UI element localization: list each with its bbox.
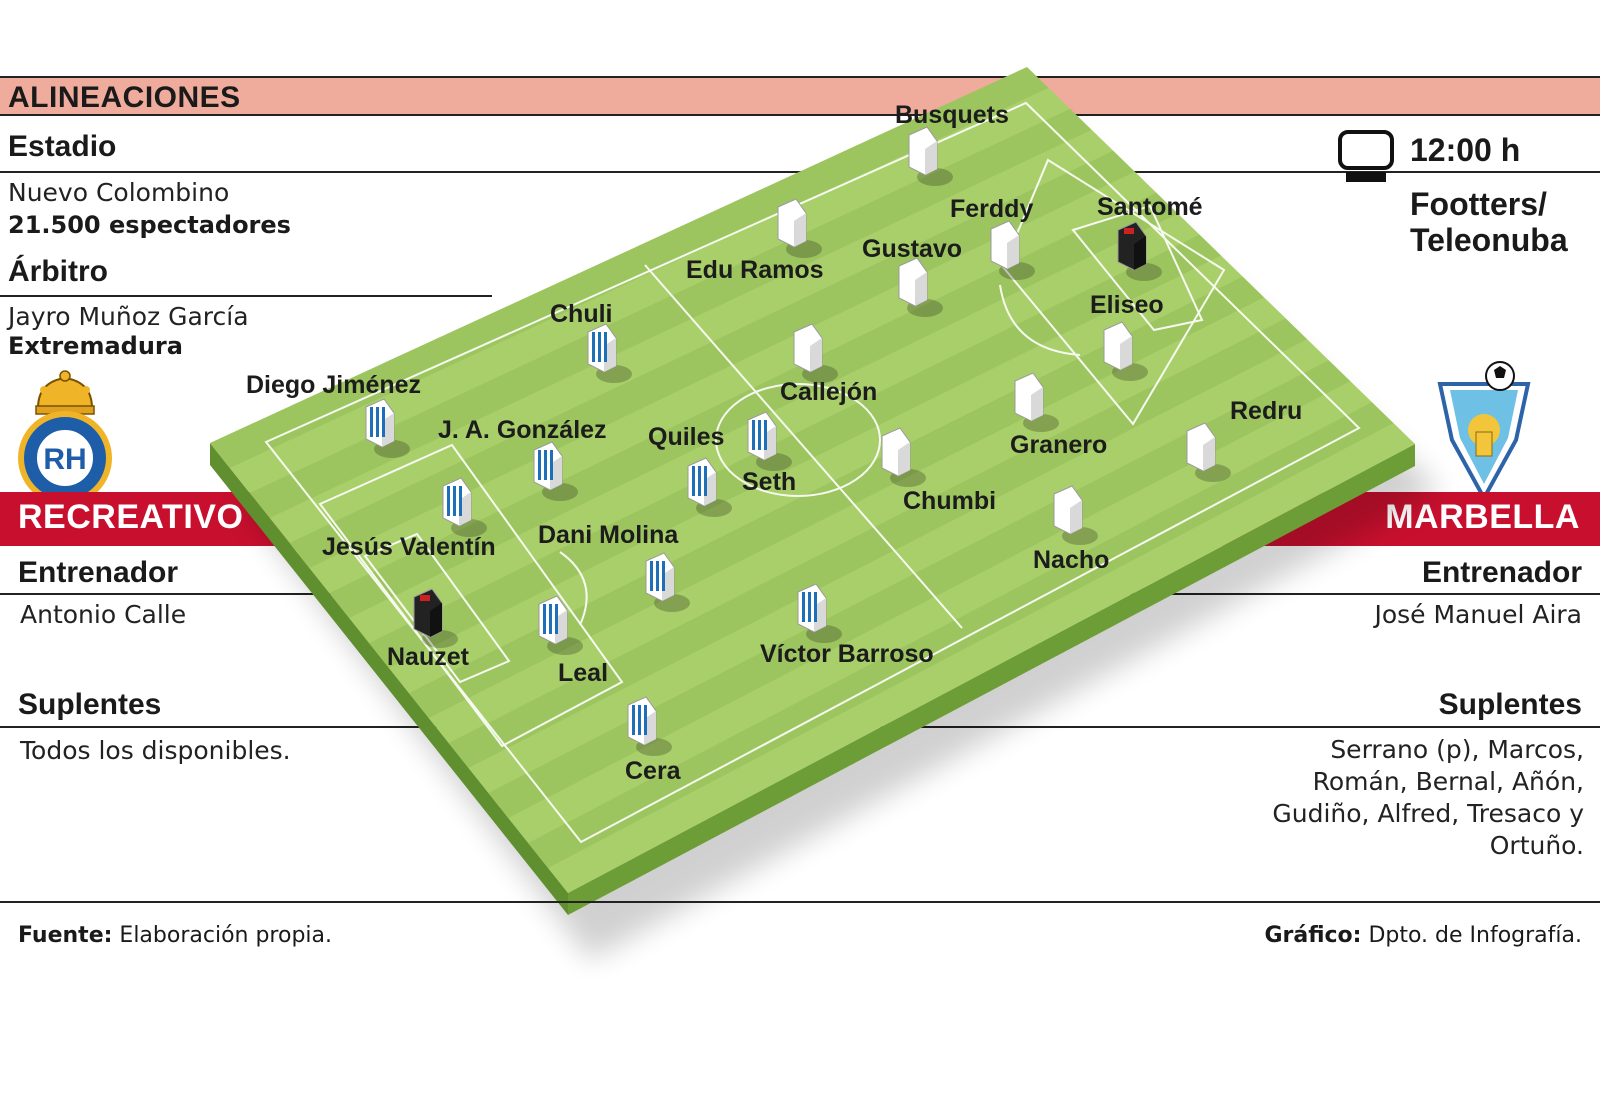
player-figure (587, 323, 632, 383)
goalkeeper-figure (1117, 221, 1162, 281)
player-label: Granero (1010, 431, 1108, 459)
footer-graphic-text: Dpto. de Infografía. (1368, 923, 1582, 948)
pitch-stripe (528, 402, 1394, 868)
player-figure (538, 595, 583, 655)
broadcast-channel-line1: Footters/ (1410, 186, 1547, 222)
stadium-label: Estadio (8, 130, 117, 163)
svg-text:RH: RH (43, 443, 86, 476)
player-figure (1053, 485, 1098, 545)
player-label: Redru (1230, 397, 1303, 425)
pitch-stripe (249, 108, 1092, 518)
pitch-stripe (329, 192, 1178, 618)
broadcast-time: 12:00 h (1410, 132, 1521, 168)
footer-source-text: Elaboración propia. (119, 923, 333, 948)
attendance: 21.500 espectadores (8, 211, 291, 239)
player-figure (533, 441, 578, 501)
player-figure (1014, 372, 1059, 432)
marbella-crest-icon (1436, 360, 1532, 500)
player-label: Víctor Barroso (760, 640, 934, 668)
divider (0, 901, 1600, 903)
player-label: Chuli (550, 300, 613, 328)
broadcast-channel-line2: Teleonuba (1410, 222, 1568, 258)
away-coach-name: José Manuel Aira (1374, 600, 1582, 629)
player-label: Callejón (780, 378, 878, 406)
home-subs: Todos los disponibles. (20, 736, 291, 765)
footer-source: Fuente: Elaboración propia. (18, 923, 332, 948)
away-subs-line: Serrano (p), Marcos, (1330, 735, 1584, 764)
referee-label: Árbitro (8, 255, 108, 288)
divider (880, 726, 1600, 728)
player-label: Gustavo (862, 235, 963, 263)
player-figure (627, 696, 672, 756)
referee-name: Jayro Muñoz García (8, 302, 249, 331)
divider (0, 593, 340, 595)
player-figure (747, 411, 792, 471)
away-subs-label: Suplentes (1438, 688, 1582, 721)
player-label: Jesús Valentín (322, 533, 496, 561)
pitch-stripe (210, 67, 1049, 468)
footer-graphic-label: Gráfico: (1264, 923, 1362, 948)
page-title: ALINEACIONES (8, 81, 241, 114)
player-figure (687, 457, 732, 517)
divider (1110, 593, 1600, 595)
player-figure (908, 126, 953, 186)
away-team-name: MARBELLA (1385, 498, 1580, 536)
away-coach-label: Entrenador (1421, 556, 1582, 589)
pitch-stripe (369, 234, 1222, 669)
pitch-stripe (289, 150, 1135, 568)
tv-icon (1338, 130, 1398, 186)
player-label: Seth (742, 468, 797, 496)
home-coach-label: Entrenador (18, 556, 179, 589)
player-label: Eliseo (1090, 291, 1164, 319)
away-subs-line: Gudiño, Alfred, Tresaco y (1272, 799, 1584, 828)
pitch-stripe (448, 318, 1308, 768)
title-band: ALINEACIONES (0, 76, 1600, 116)
player-label: J. A. González (438, 416, 607, 444)
player-label: Edu Ramos (686, 256, 824, 284)
footer-source-label: Fuente: (18, 923, 113, 948)
player-figure (442, 477, 487, 537)
player-figure (1103, 321, 1148, 381)
player-label: Diego Jiménez (246, 371, 422, 399)
footer-graphic: Gráfico: Dpto. de Infografía. (1264, 923, 1582, 948)
player-label: Leal (558, 659, 609, 687)
divider (0, 295, 492, 297)
away-subs-line: Román, Bernal, Añón, (1312, 767, 1584, 796)
pitch-stripe (488, 360, 1351, 818)
player-label: Busquets (895, 101, 1009, 129)
player-label: Nacho (1033, 546, 1110, 574)
goalkeeper-figure (413, 588, 458, 648)
pitch (210, 67, 1415, 893)
player-label: Nauzet (387, 643, 469, 671)
home-team-name: RECREATIVO (18, 498, 244, 536)
player-figure (1186, 422, 1231, 482)
player-figure (881, 427, 926, 487)
player-figure (990, 220, 1035, 280)
pitch-stripe (408, 276, 1265, 718)
away-subs-line: Ortuño. (1489, 831, 1584, 860)
player-figure (898, 257, 943, 317)
player-figure (797, 583, 842, 643)
player-figure (777, 198, 822, 258)
away-subs: Serrano (p), Marcos, Román, Bernal, Añón… (1272, 734, 1584, 862)
home-coach-name: Antonio Calle (20, 600, 187, 629)
stadium-name: Nuevo Colombino (8, 178, 230, 207)
divider (0, 726, 440, 728)
player-label: Ferddy (950, 195, 1034, 223)
player-label: Dani Molina (538, 521, 679, 549)
home-subs-label: Suplentes (18, 688, 162, 721)
player-label: Santomé (1097, 193, 1203, 221)
player-label: Quiles (648, 423, 725, 451)
player-figure (793, 323, 838, 383)
player-label: Cera (625, 757, 681, 785)
player-figure (365, 398, 410, 458)
player-figure (645, 552, 690, 612)
player-label: Chumbi (903, 487, 997, 515)
referee-region: Extremadura (8, 332, 183, 360)
